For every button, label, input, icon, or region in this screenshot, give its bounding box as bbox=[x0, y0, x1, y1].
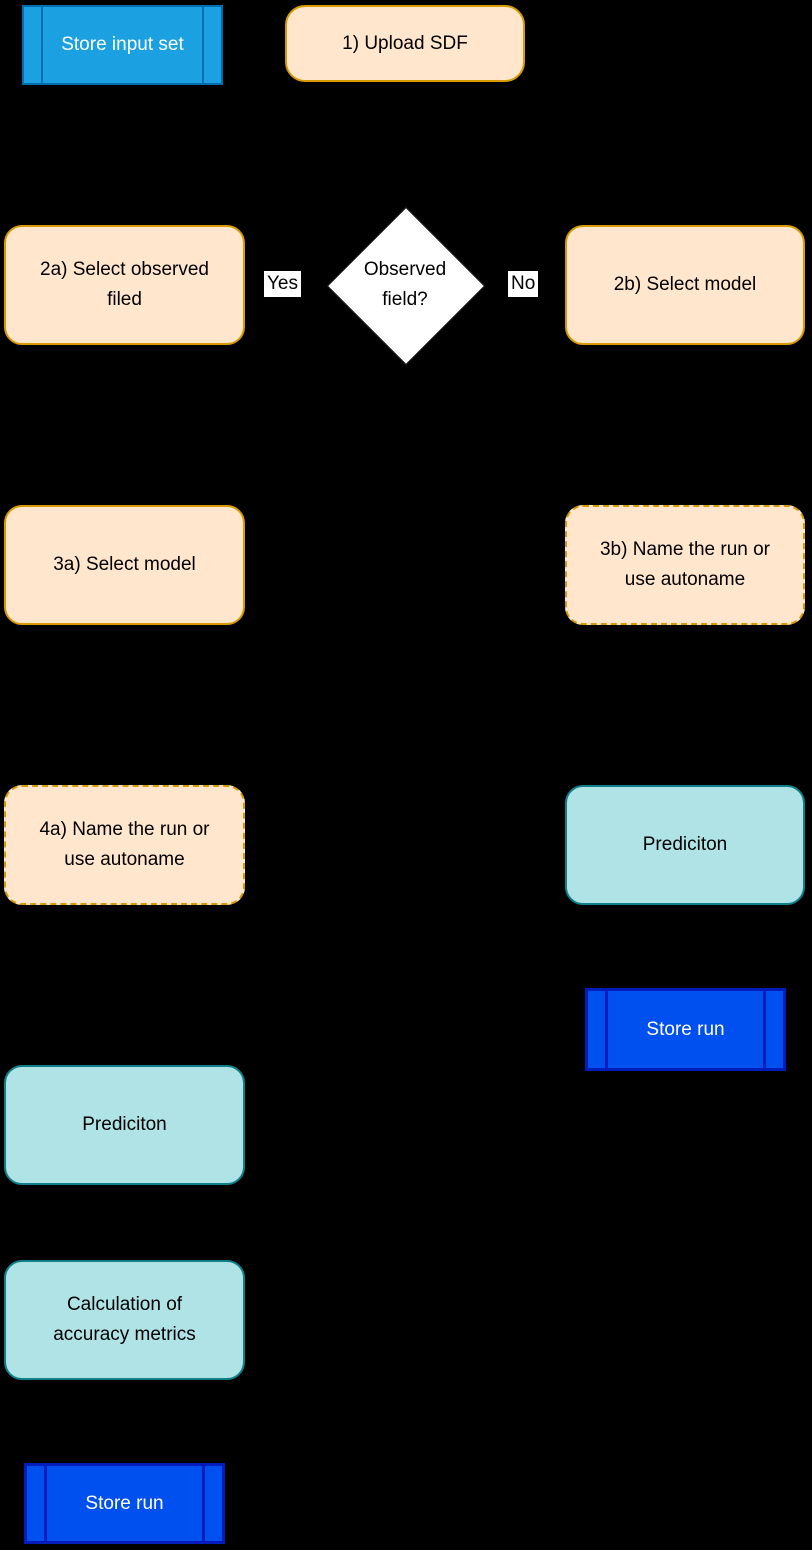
node-label: 3a) Select model bbox=[53, 554, 196, 575]
process-bar-left bbox=[44, 1466, 47, 1541]
process-bar-right bbox=[202, 1466, 205, 1541]
node-label: 2a) Select observed filed bbox=[40, 259, 209, 310]
edge-label-yes: Yes bbox=[264, 271, 301, 297]
node-store-input-set: Store input set bbox=[22, 5, 223, 85]
node-prediction-left: Prediciton bbox=[4, 1065, 245, 1185]
process-bar-right bbox=[202, 7, 204, 83]
node-prediction-right: Prediciton bbox=[565, 785, 805, 905]
node-observed-field-decision: Observed field? bbox=[363, 259, 447, 310]
process-bar-right bbox=[763, 991, 766, 1068]
node-select-model-b: 2b) Select model bbox=[565, 225, 805, 345]
process-bar-left bbox=[41, 7, 43, 83]
node-label: Store run bbox=[85, 1492, 164, 1514]
node-calculation-accuracy-metrics: Calculation of accuracy metrics bbox=[4, 1260, 245, 1380]
node-label: Store run bbox=[646, 1018, 725, 1040]
process-bar-left bbox=[605, 991, 608, 1068]
node-label: Calculation of accuracy metrics bbox=[53, 1294, 196, 1345]
node-label: Prediciton bbox=[642, 834, 728, 855]
node-name-run-b: 3b) Name the run or use autoname bbox=[565, 505, 805, 625]
node-label: 1) Upload SDF bbox=[342, 32, 468, 54]
node-select-observed-field: 2a) Select observed filed bbox=[4, 225, 245, 345]
node-name-run-a: 4a) Name the run or use autoname bbox=[4, 785, 245, 905]
node-label: 3b) Name the run or use autoname bbox=[599, 539, 771, 590]
node-label: 4a) Name the run or use autoname bbox=[39, 819, 210, 870]
node-label: 2b) Select model bbox=[613, 274, 757, 295]
node-store-run-left: Store run bbox=[24, 1463, 225, 1544]
node-label: Prediciton bbox=[82, 1114, 167, 1135]
node-label: Store input set bbox=[61, 34, 184, 55]
node-upload-sdf: 1) Upload SDF bbox=[285, 5, 525, 82]
edge-label-no: No bbox=[508, 271, 539, 297]
node-store-run-right: Store run bbox=[585, 988, 786, 1071]
node-select-model-a: 3a) Select model bbox=[4, 505, 245, 625]
